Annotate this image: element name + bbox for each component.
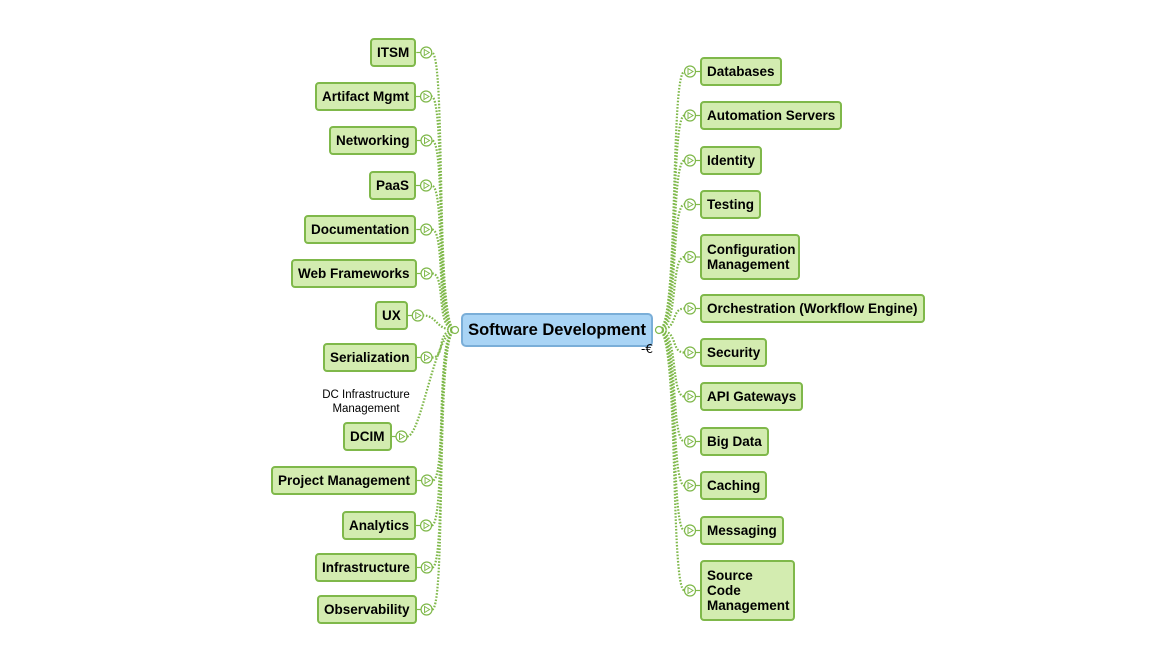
collapse-toggle-icon[interactable]: -€	[641, 342, 653, 356]
topic-marker-icon[interactable]	[683, 154, 697, 167]
topic-marker-icon[interactable]	[683, 109, 697, 122]
topic-marker-icon[interactable]	[683, 346, 697, 359]
topic-marker-icon[interactable]	[683, 390, 697, 403]
topic-marker-icon[interactable]	[420, 603, 433, 616]
topic-marker-icon[interactable]	[683, 302, 697, 315]
topic-source-code-management[interactable]: Source Code Management	[700, 560, 795, 621]
topic-testing[interactable]: Testing	[700, 190, 761, 219]
topic-analytics[interactable]: Analytics	[342, 511, 417, 540]
topic-networking[interactable]: Networking	[329, 126, 417, 155]
connector-line	[431, 328, 456, 359]
topic-marker-icon[interactable]	[683, 479, 697, 492]
connector-line	[658, 114, 686, 332]
topic-identity[interactable]: Identity	[700, 146, 763, 175]
topic-automation-servers[interactable]: Automation Servers	[700, 101, 843, 130]
topic-project-management[interactable]: Project Management	[271, 466, 418, 495]
topic-ux[interactable]: UX	[375, 301, 408, 330]
connector-line	[658, 255, 685, 332]
topic-marker-icon[interactable]	[411, 309, 424, 322]
topic-marker-icon[interactable]	[420, 474, 434, 487]
connector-line	[423, 314, 456, 332]
connector-line	[406, 328, 456, 438]
topic-marker-icon[interactable]	[683, 65, 697, 78]
topic-marker-icon[interactable]	[419, 179, 433, 192]
connector-line	[431, 228, 456, 332]
topic-itsm[interactable]: ITSM	[370, 38, 417, 67]
right-hub-icon	[654, 325, 664, 335]
connector-line	[658, 328, 685, 354]
dcim-note: DC Infrastructure Management	[322, 389, 410, 415]
topic-messaging[interactable]: Messaging	[700, 516, 784, 545]
topic-marker-icon[interactable]	[419, 90, 433, 103]
topic-serialization[interactable]: Serialization	[323, 343, 417, 372]
topic-marker-icon[interactable]	[420, 134, 433, 147]
topic-marker-icon[interactable]	[683, 250, 697, 264]
topic-marker-icon[interactable]	[420, 223, 433, 236]
connector-line	[658, 328, 686, 592]
topic-web-frameworks[interactable]: Web Frameworks	[291, 259, 417, 288]
connector-line	[431, 272, 456, 332]
connector-line	[658, 328, 685, 398]
topic-orchestration[interactable]: Orchestration (Workflow Engine)	[700, 294, 925, 323]
topic-artifact-mgmt[interactable]: Artifact Mgmt	[315, 82, 416, 111]
topic-marker-icon[interactable]	[420, 351, 433, 364]
connector-line	[658, 203, 686, 332]
topic-marker-icon[interactable]	[683, 435, 697, 448]
topic-marker-icon[interactable]	[683, 524, 697, 537]
topic-api-gateways[interactable]: API Gateways	[700, 382, 804, 411]
topic-dcim[interactable]: DCIM	[343, 422, 392, 451]
topic-marker-icon[interactable]	[395, 430, 408, 443]
topic-marker-icon[interactable]	[683, 198, 697, 211]
topic-paas[interactable]: PaaS	[369, 171, 417, 200]
topic-observability[interactable]: Observability	[317, 595, 417, 624]
topic-infrastructure[interactable]: Infrastructure	[315, 553, 417, 582]
topic-marker-icon[interactable]	[419, 519, 433, 532]
connector-line	[430, 328, 457, 611]
topic-security[interactable]: Security	[700, 338, 768, 367]
topic-documentation[interactable]: Documentation	[304, 215, 417, 244]
topic-databases[interactable]: Databases	[700, 57, 782, 86]
topic-marker-icon[interactable]	[683, 584, 697, 597]
topic-configuration-management[interactable]: Configuration Management	[700, 234, 800, 280]
topic-big-data[interactable]: Big Data	[700, 427, 769, 456]
topic-marker-icon[interactable]	[420, 46, 433, 59]
topic-caching[interactable]: Caching	[700, 471, 768, 500]
topic-marker-icon[interactable]	[420, 267, 433, 280]
left-hub-icon	[450, 325, 460, 335]
topic-marker-icon[interactable]	[420, 561, 433, 574]
central-topic[interactable]: Software Development	[461, 313, 653, 347]
connector-line	[431, 328, 456, 482]
